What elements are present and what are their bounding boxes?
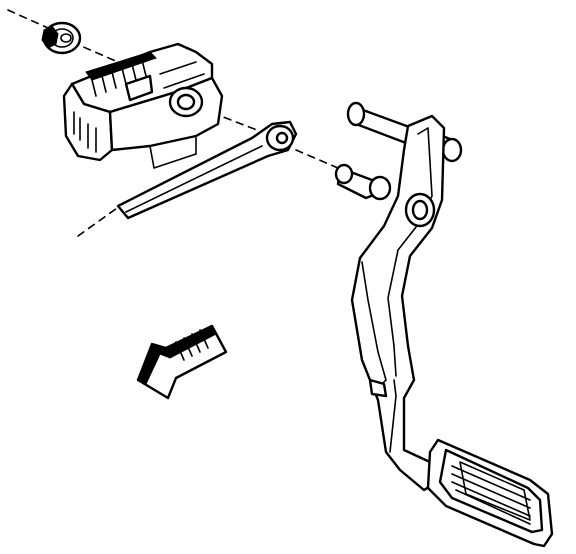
- pedal-arm-pivot-bore: [411, 199, 429, 221]
- pivot-pin-collar: [368, 175, 392, 201]
- connector-latch: [124, 74, 154, 102]
- pedal-pad-inner-rim: [459, 461, 531, 521]
- sensor-pivot-bore: [176, 93, 196, 111]
- lower-axis-line: [77, 205, 121, 237]
- housing-front-slots: [73, 111, 97, 153]
- pedal-arm-bend-tab: [368, 378, 388, 398]
- lever-arm-eye-bore: [275, 131, 289, 145]
- retaining-nut: [41, 21, 82, 55]
- pedal-pad-rim: [438, 448, 544, 534]
- sensor-front-face: [62, 82, 114, 162]
- middle-axis-line-right: [295, 149, 339, 169]
- pedal-arm-web: [387, 127, 433, 377]
- forward-arrow-hatch: [175, 329, 209, 361]
- lever-arm-eye: [265, 124, 295, 152]
- upper-axis-line: [7, 9, 49, 29]
- middle-axis-line: [199, 107, 263, 133]
- pivot-pin-head: [334, 163, 354, 185]
- accelerator-pedal-arm: [346, 101, 463, 492]
- connector-rib-lines: [91, 59, 147, 97]
- nut-bore: [60, 33, 72, 43]
- pedal-top-stud-end: [346, 101, 366, 127]
- pedal-pad: [426, 438, 554, 548]
- forward-arrow-shading: [137, 325, 217, 385]
- assembly-axis-lines: [7, 9, 339, 237]
- sensor-pivot-boss: [168, 86, 204, 118]
- pedal-right-stud-end: [441, 137, 463, 163]
- housing-mount-tab: [149, 135, 197, 169]
- pedal-arm-flange: [361, 261, 397, 453]
- connector-ribs: [85, 51, 157, 81]
- nut-hex: [41, 25, 59, 49]
- sensor-lever-arm: [116, 120, 298, 220]
- housing-step-line: [159, 61, 205, 89]
- upper-axis-line-right: [71, 41, 119, 63]
- pedal-position-sensor: [62, 42, 224, 169]
- pivot-pin: [334, 163, 392, 201]
- pedal-arm-pivot-boss: [404, 192, 436, 228]
- forward-arrow-icon: [136, 324, 228, 400]
- pedal-pad-grooves: [451, 465, 531, 525]
- lever-arm-edge: [125, 145, 263, 213]
